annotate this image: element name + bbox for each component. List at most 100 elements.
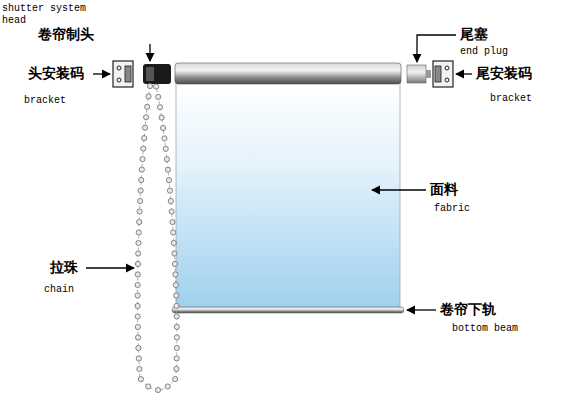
part-label-text: 尾塞 — [460, 26, 488, 42]
leader-arrow — [149, 44, 150, 61]
chain-bead — [161, 125, 166, 130]
chain-bead — [137, 219, 142, 224]
system-head-detail — [146, 67, 154, 81]
chain-bead — [155, 387, 160, 392]
chain-bead — [173, 282, 178, 287]
chain-bead — [137, 198, 142, 203]
chain-bead — [136, 356, 141, 361]
chain-bead — [173, 377, 178, 382]
roller-tube — [175, 63, 401, 84]
chain-bead — [173, 272, 178, 277]
part-label-text: 卷帘下轨 — [440, 301, 496, 317]
part-label: chain — [44, 284, 74, 295]
part-label: 拉珠 — [50, 259, 78, 277]
chain-bead — [169, 209, 174, 214]
chain-bead — [165, 384, 170, 389]
bead-chain — [138, 86, 177, 390]
chain-bead — [171, 230, 176, 235]
part-label-text: 头安装码 — [28, 65, 84, 81]
chain-bead — [145, 104, 150, 109]
chain-bead — [174, 345, 179, 350]
part-label-text: chain — [44, 284, 74, 295]
chain-bead — [136, 251, 141, 256]
chain-bead — [143, 115, 148, 120]
chain-bead — [136, 230, 141, 235]
chain-bead — [138, 188, 143, 193]
chain-bead — [141, 146, 146, 151]
part-label-text: end plug — [460, 46, 508, 57]
chain-bead — [140, 156, 145, 161]
part-label-text: 拉珠 — [50, 259, 78, 275]
chain-bead — [174, 303, 179, 308]
chain-bead — [174, 366, 179, 371]
part-label: 面料 — [430, 181, 458, 199]
chain-bead — [137, 366, 142, 371]
chain-bead — [139, 167, 144, 172]
bottom-beam — [172, 307, 404, 313]
chain-bead — [159, 115, 164, 120]
chain-bead — [138, 377, 143, 382]
chain-bead — [135, 335, 140, 340]
chain-bead — [174, 324, 179, 329]
part-label: shutter system head — [2, 3, 102, 27]
chain-bead — [174, 335, 179, 340]
chain-bead — [135, 324, 140, 329]
chain-bead — [139, 177, 144, 182]
chain-bead — [157, 105, 162, 110]
chain-bead — [146, 384, 151, 389]
part-label: 头安装码 — [28, 65, 84, 83]
chain-bead — [171, 240, 176, 245]
chain-bead — [163, 146, 168, 151]
part-label-text: bracket — [490, 93, 532, 104]
part-label-text: fabric — [434, 203, 470, 214]
chain-bead — [166, 178, 171, 183]
chain-bead — [142, 136, 147, 141]
chain-bead — [165, 167, 170, 172]
right-bracket — [433, 61, 453, 87]
chain-bead — [136, 240, 141, 245]
leader-arrows — [86, 35, 472, 310]
part-label: fabric — [434, 203, 470, 214]
part-label: bracket — [490, 93, 532, 104]
leader-arrow — [86, 267, 134, 268]
leader-arrow — [407, 309, 436, 310]
chain-bead — [136, 345, 141, 350]
system-head — [143, 64, 171, 84]
part-label: 尾塞 — [460, 26, 488, 44]
leader-arrow — [93, 73, 110, 74]
chain-bead — [137, 209, 142, 214]
left-bracket — [113, 61, 133, 87]
chain-beads — [135, 83, 179, 392]
leader-arrow — [456, 73, 472, 74]
chain-bead — [174, 293, 179, 298]
end-plug — [407, 65, 431, 83]
chain-bead — [135, 293, 140, 298]
leader-arrow — [372, 189, 426, 190]
part-label: end plug — [460, 46, 508, 57]
chain-bead — [142, 125, 147, 130]
part-label: 卷帘制头 — [38, 26, 94, 44]
chain-bead — [164, 157, 169, 162]
part-label: 卷帘下轨 — [440, 301, 496, 319]
chain-bead — [172, 261, 177, 266]
chain-bead — [174, 314, 179, 319]
chain-bead — [135, 314, 140, 319]
chain-bead — [168, 198, 173, 203]
part-label-text: shutter system head — [2, 3, 86, 26]
fabric-edge — [400, 83, 401, 308]
part-label-text: 尾安装码 — [476, 65, 532, 81]
part-label: 尾安装码 — [476, 65, 532, 83]
leader-arrow — [417, 35, 456, 62]
chain-bead — [170, 219, 175, 224]
chain-bead — [135, 272, 140, 277]
part-label-text: 面料 — [430, 181, 458, 197]
chain-bead — [154, 84, 159, 89]
chain-bead — [174, 356, 179, 361]
chain-bead — [135, 261, 140, 266]
chain-bead — [156, 94, 161, 99]
chain-bead — [146, 94, 151, 99]
part-label: bracket — [24, 95, 66, 106]
part-label: bottom beam — [452, 323, 518, 334]
part-label-text: 卷帘制头 — [38, 26, 94, 42]
part-label-text: bracket — [24, 95, 66, 106]
